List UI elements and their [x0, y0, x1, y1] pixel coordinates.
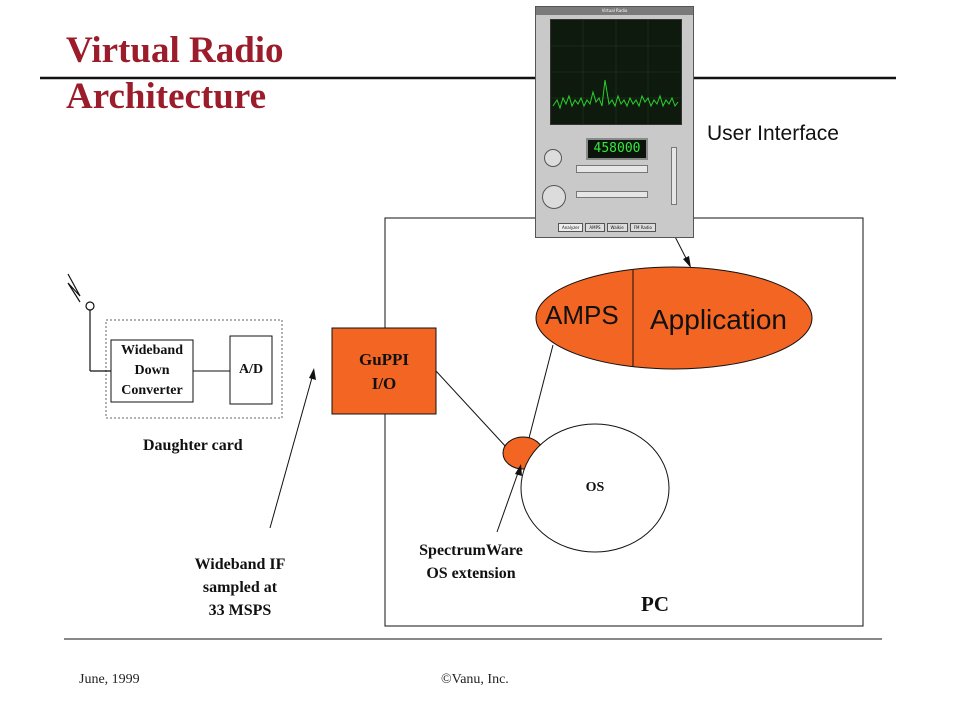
radio-tab-amps[interactable]: AMPS	[585, 223, 605, 232]
wideband-if-line-1: Wideband IF	[194, 556, 286, 573]
slide-title: Virtual Radio Architecture	[66, 28, 284, 120]
antenna-icon	[67, 273, 111, 372]
radio-window-titlebar: Virtual Radio	[536, 7, 693, 15]
gain-knob-icon[interactable]	[542, 185, 566, 209]
application-label: Application	[650, 304, 787, 335]
wideband-if-arrow	[269, 368, 316, 529]
guppi-box	[331, 327, 437, 415]
radio-tab-walkie[interactable]: Walkie	[606, 223, 628, 232]
guppi-label: GuPPI I/O	[332, 348, 436, 396]
ad-label: A/D	[238, 362, 264, 377]
amps-label: AMPS	[545, 300, 619, 330]
daughter-card-outline	[105, 319, 283, 419]
user-interface-label: User Interface	[707, 122, 839, 145]
radio-tab-analyzer[interactable]: Analyzer	[558, 223, 584, 232]
spectrum-screen	[550, 19, 682, 125]
os-circle	[520, 423, 670, 553]
offset-slider[interactable]	[576, 191, 648, 198]
daughter-card-label: Daughter card	[143, 437, 243, 454]
spectrum-trace	[551, 20, 681, 124]
guppi-kernel-line	[435, 370, 508, 449]
downconverter-line-2: Down	[134, 363, 170, 378]
title-line-2: Architecture	[66, 76, 266, 117]
os-label: OS	[585, 480, 605, 495]
frequency-display: 458000	[586, 138, 648, 160]
pc-label: PC	[641, 592, 669, 616]
footer-copyright: ©Vanu, Inc.	[441, 672, 509, 687]
filter-size-slider[interactable]	[671, 147, 677, 205]
wideband-if-line-2: sampled at	[202, 579, 278, 596]
downconverter-label: Wideband Down Converter	[111, 341, 193, 401]
ad-box	[229, 335, 273, 405]
radio-tab-fm-radio[interactable]: FM Radio	[629, 223, 656, 232]
radio-tab-bar: Analyzer AMPS Walkie FM Radio	[558, 223, 656, 232]
guppi-line-1: GuPPI	[358, 350, 410, 369]
tune-slider[interactable]	[576, 165, 648, 173]
kernel-app-line	[527, 344, 554, 443]
guppi-line-2: I/O	[371, 374, 397, 393]
spectrumware-arrow	[496, 464, 522, 533]
downconverter-line-3: Converter	[121, 383, 183, 398]
squelch-knob-icon[interactable]	[544, 149, 562, 167]
footer-date: June, 1999	[79, 672, 140, 687]
wideband-if-label: Wideband IF sampled at 33 MSPS	[160, 553, 320, 622]
downconverter-line-1: Wideband	[121, 343, 183, 358]
spectrumware-line-2: OS extension	[426, 565, 516, 582]
wideband-if-line-3: 33 MSPS	[208, 602, 272, 619]
title-line-1: Virtual Radio	[66, 30, 284, 71]
application-ellipse	[535, 266, 813, 370]
radio-ui-screenshot: Virtual Radio 458000 Analyzer AMPS Walki…	[535, 6, 694, 238]
spectrumware-label: SpectrumWare OS extension	[390, 539, 552, 585]
downconverter-box	[110, 339, 194, 403]
spectrumware-line-1: SpectrumWare	[419, 542, 523, 559]
